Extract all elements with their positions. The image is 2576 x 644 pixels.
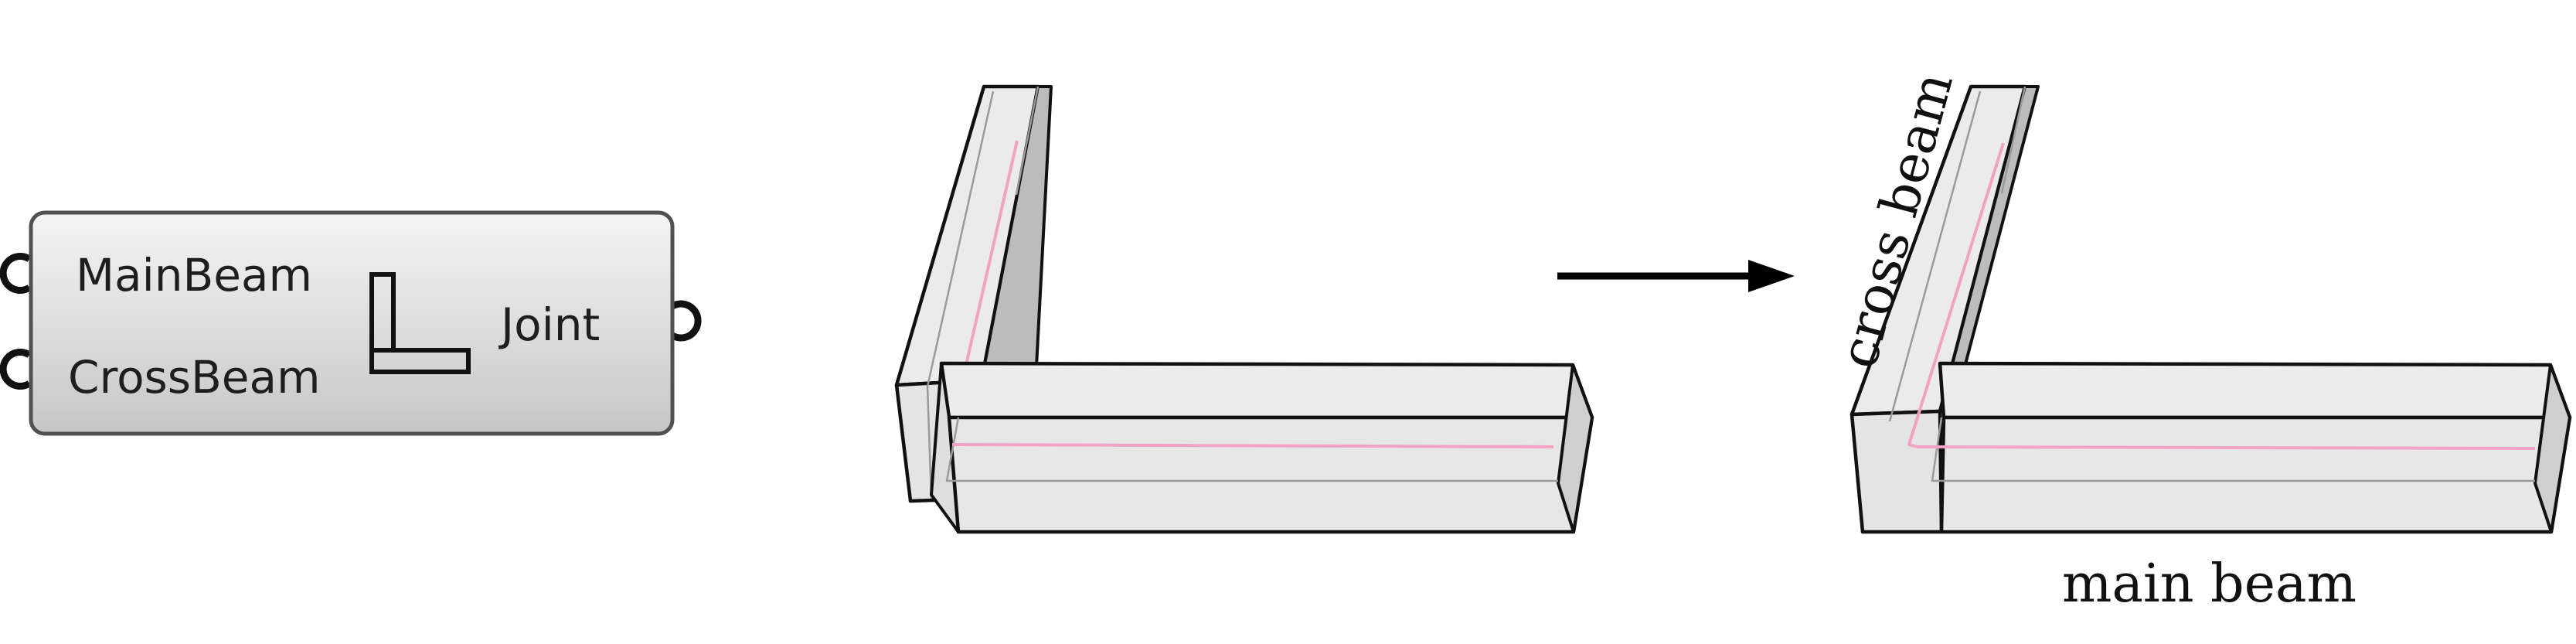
l-joint-icon — [369, 272, 471, 374]
cross-beam-after — [1849, 84, 2040, 534]
joint-output-grip[interactable] — [670, 300, 702, 342]
main-beam-label: main beam — [2062, 554, 2357, 615]
component-body[interactable] — [29, 210, 675, 436]
crossbeam-input-label: CrossBeam — [68, 351, 321, 404]
beams-after: cross beam main beam — [1828, 66, 2572, 615]
crossbeam-input-grip[interactable] — [0, 349, 32, 390]
main-beam-before — [930, 361, 1594, 534]
joint-output-label: Joint — [499, 298, 600, 351]
arrow-right-icon — [1557, 260, 1795, 292]
mainbeam-input-grip[interactable] — [0, 253, 32, 294]
beams-before — [894, 84, 1594, 534]
mainbeam-input-label: MainBeam — [76, 249, 312, 302]
joint-component[interactable]: MainBeam CrossBeam Joint — [0, 210, 702, 436]
main-beam-after — [1916, 361, 2572, 534]
